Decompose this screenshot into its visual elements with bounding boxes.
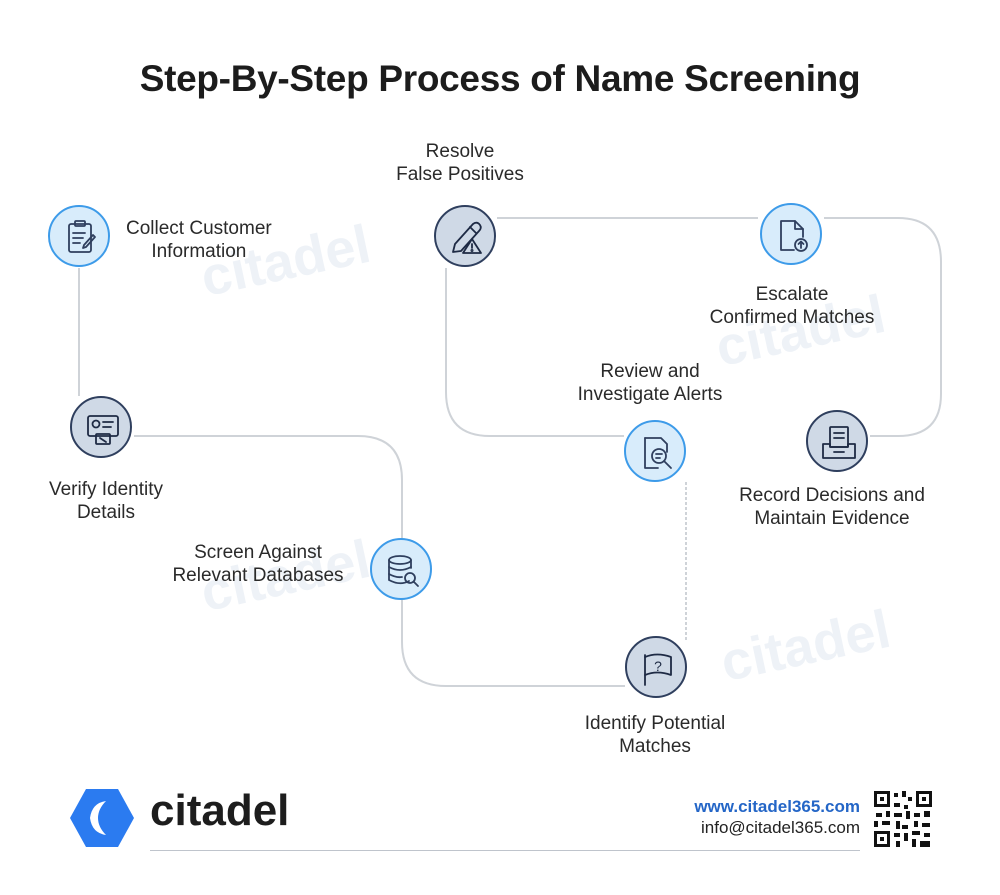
step-5-node	[624, 420, 686, 482]
svg-text:?: ?	[654, 658, 662, 674]
step-2-node	[70, 396, 132, 458]
question-flag-icon: ?	[644, 653, 672, 686]
pen-warning-icon	[452, 221, 482, 254]
step-4-node: ?	[625, 636, 687, 698]
step-6-node	[434, 205, 496, 267]
connector-3-4	[401, 598, 625, 687]
step-7-node	[760, 203, 822, 265]
brand-name: citadel	[150, 786, 290, 835]
step-8-node	[806, 410, 868, 472]
step-1-node	[48, 205, 110, 267]
step-3-node	[370, 538, 432, 600]
database-search-icon	[388, 555, 419, 587]
clipboard-icon	[68, 220, 96, 253]
connector-7-8	[824, 217, 942, 437]
connector-5-6	[445, 268, 624, 437]
website-link[interactable]: www.citadel365.com	[694, 797, 860, 816]
qr-code	[872, 789, 934, 849]
page-title: Step-By-Step Process of Name Screening	[139, 58, 861, 99]
connector-2-3	[134, 435, 403, 540]
citadel-logo-icon	[70, 789, 134, 847]
footer-divider	[150, 850, 860, 851]
document-search-icon	[644, 437, 672, 469]
id-card-icon	[87, 415, 119, 445]
file-upload-icon	[780, 220, 808, 252]
archive-inbox-icon	[822, 426, 856, 459]
email-link[interactable]: info@citadel365.com	[700, 818, 860, 837]
